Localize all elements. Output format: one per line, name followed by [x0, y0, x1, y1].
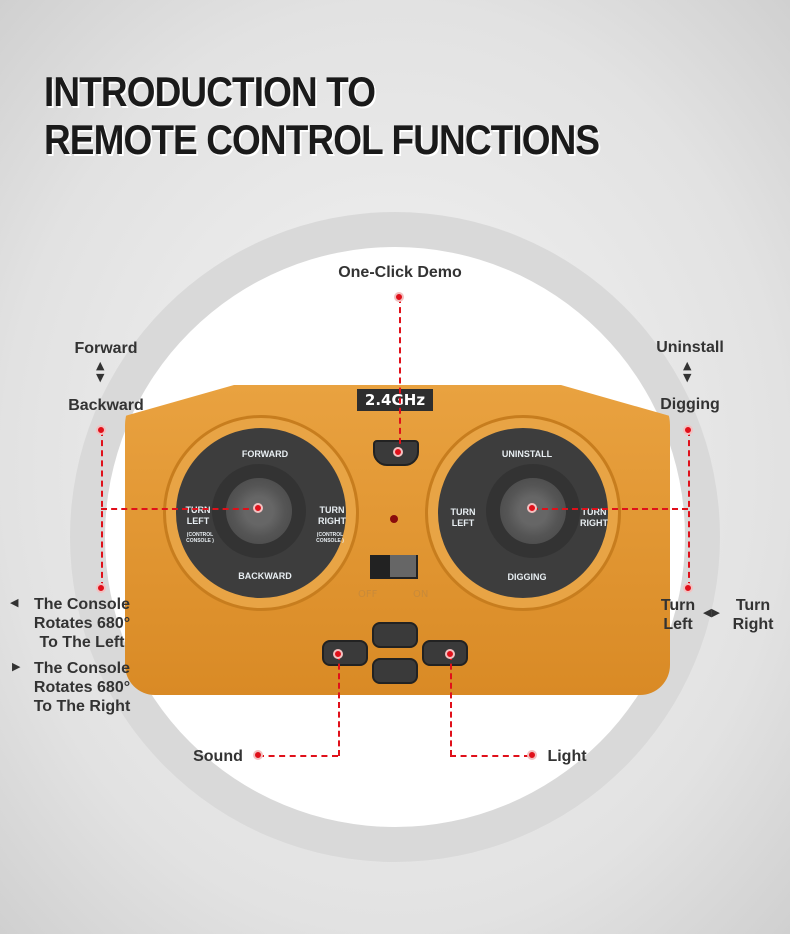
sound-line-v	[338, 654, 340, 756]
right-stick-dot	[527, 503, 537, 513]
console-left-label: The Console Rotates 680° To The Left	[33, 596, 131, 651]
backward-label: Backward	[68, 397, 144, 414]
sound-button-dot	[333, 649, 343, 659]
uninstall-label: Uninstall	[656, 339, 724, 356]
up-down-arrows-icon: ▲▼	[683, 359, 692, 384]
light-button-dot	[445, 649, 455, 659]
power-led	[390, 515, 398, 523]
turn-right-label: Turn Right	[732, 597, 774, 633]
switch-off-label: OFF	[358, 589, 378, 600]
left-bottom-dot	[96, 583, 106, 593]
light-line-v	[450, 654, 452, 756]
left-down-label: BACKWARD	[238, 571, 292, 581]
left-stick-dot	[253, 503, 263, 513]
left-left-label: TURN LEFT	[185, 505, 211, 526]
right-right-label: TURN RIGHT	[580, 507, 608, 528]
right-down-label: DIGGING	[507, 572, 547, 582]
bottom-middle-button[interactable]	[372, 658, 418, 684]
left-top-dot	[96, 425, 106, 435]
turn-left-label: Turn Left	[660, 597, 696, 633]
sound-button[interactable]	[322, 640, 368, 666]
left-up-label: FORWARD	[241, 449, 289, 459]
sound-line-h	[258, 755, 338, 757]
right-top-dot	[683, 425, 693, 435]
light-dot	[527, 750, 537, 760]
sound-dot	[253, 750, 263, 760]
demo-button-dot	[393, 447, 403, 457]
title-line-1: INTRODUCTION TO	[44, 68, 376, 115]
top-middle-button[interactable]	[372, 622, 418, 648]
sound-label: Sound	[193, 748, 243, 765]
switch-on-label: ON	[413, 589, 429, 600]
left-arrow-icon: ◀	[10, 596, 19, 609]
power-switch[interactable]	[370, 555, 418, 579]
digging-label: Digging	[660, 396, 720, 413]
left-right-sub: (CONTROL CONSOLE )	[316, 532, 344, 544]
right-left-label: TURN LEFT	[450, 507, 476, 528]
demo-dot	[394, 292, 404, 302]
left-right-arrows-icon: ◀▶	[703, 606, 720, 619]
right-axis-line	[688, 430, 690, 588]
right-joystick-line	[532, 508, 688, 510]
left-right-label: TURN RIGHT	[318, 505, 346, 526]
right-up-label: UNINSTALL	[501, 449, 553, 459]
title-line-2: REMOTE CONTROL FUNCTIONS	[44, 116, 600, 163]
right-arrow-icon: ▶	[12, 660, 21, 673]
demo-line	[399, 297, 401, 454]
up-down-arrows-icon: ▲▼	[96, 359, 105, 384]
light-label: Light	[547, 748, 587, 765]
left-left-sub: (CONTROL CONSOLE )	[186, 532, 214, 544]
forward-label: Forward	[74, 340, 138, 357]
right-bottom-dot	[683, 583, 693, 593]
frequency-label: 2.4GHz	[357, 389, 433, 411]
demo-label: One-Click Demo	[338, 264, 462, 281]
console-right-label: The Console Rotates 680° To The Right	[33, 660, 131, 715]
light-line-h	[450, 755, 530, 757]
left-joystick-line	[101, 508, 259, 510]
